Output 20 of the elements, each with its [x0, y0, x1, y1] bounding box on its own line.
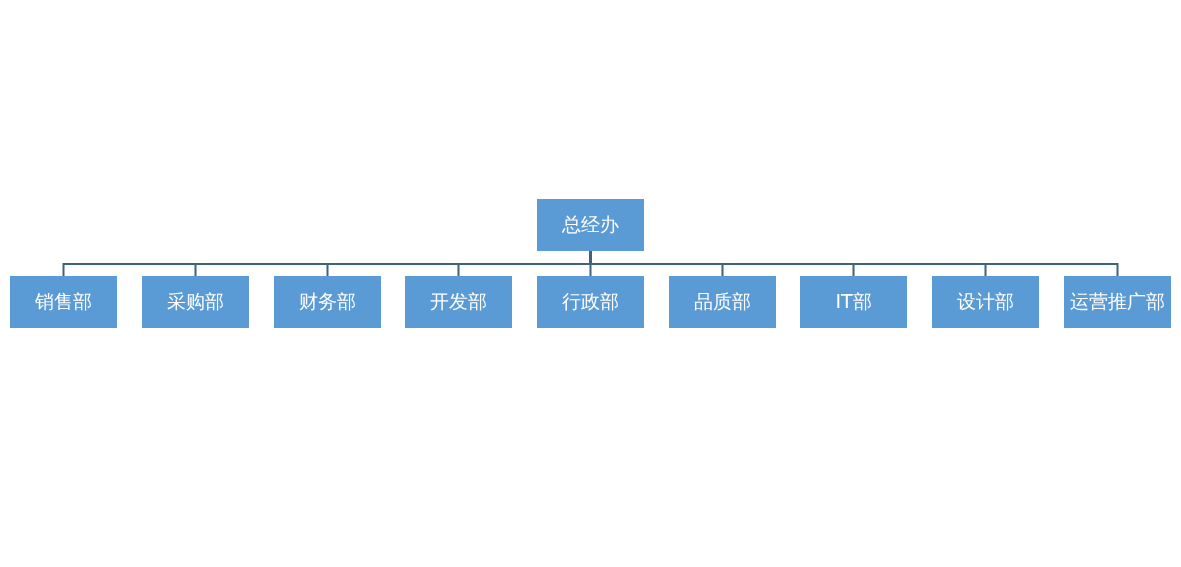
department-box	[274, 276, 381, 328]
department-name: 品质部	[694, 291, 751, 313]
department-box	[669, 276, 776, 328]
department-box	[537, 199, 644, 251]
department-name: 财务部	[299, 291, 356, 313]
department-name: 采购部	[167, 291, 224, 313]
department-box	[800, 276, 907, 328]
department-name: 销售部	[35, 291, 92, 313]
department-name: 总经办	[562, 214, 619, 236]
department-box	[10, 276, 117, 328]
department-box	[537, 276, 644, 328]
department-name: 设计部	[957, 291, 1014, 313]
department-name: 行政部	[562, 291, 619, 313]
department-box	[142, 276, 249, 328]
department-name: 运营推广部	[1070, 291, 1165, 313]
department-name: IT部	[835, 291, 872, 313]
department-name: 开发部	[430, 291, 487, 313]
department-box	[405, 276, 512, 328]
department-box	[1064, 276, 1171, 328]
department-box	[932, 276, 1039, 328]
